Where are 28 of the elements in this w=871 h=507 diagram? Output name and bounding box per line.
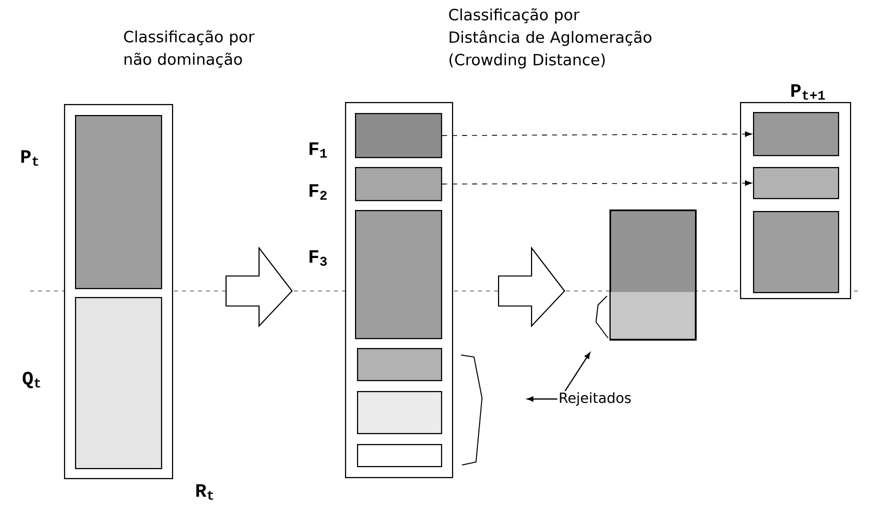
dashed-arrow	[442, 180, 752, 186]
set-label: P$_{t}$	[21, 150, 38, 166]
arrow	[564, 352, 590, 392]
front-box	[753, 211, 840, 294]
front-box	[75, 115, 162, 290]
set-label: Q$_{t}$	[22, 372, 40, 388]
front-box	[357, 444, 442, 468]
arrow	[527, 396, 558, 402]
set-label: F$_{2}$	[310, 184, 327, 200]
front-box	[75, 297, 162, 470]
set-label: F$_{3}$	[310, 250, 327, 266]
front-box	[355, 113, 442, 158]
rejected-label: Rejeitados	[560, 392, 631, 406]
dashed-arrow	[442, 131, 752, 137]
set-label: R$_{t}$	[196, 484, 214, 500]
front-box	[355, 210, 442, 340]
population-box	[609, 209, 697, 341]
heading: Classificação por não dominação	[124, 30, 254, 68]
block-arrow	[498, 246, 566, 328]
front-box	[753, 112, 840, 156]
front-box	[753, 167, 840, 200]
block-arrow	[226, 246, 293, 328]
front-box	[355, 167, 442, 202]
heading: Classificação por Distância de Aglomeração (Crowding Distance)	[449, 8, 652, 68]
front-box	[357, 348, 442, 382]
front-box	[357, 391, 442, 434]
set-label: F$_{1}$	[310, 142, 327, 158]
set-label: P$_{t+1}$	[791, 84, 825, 100]
